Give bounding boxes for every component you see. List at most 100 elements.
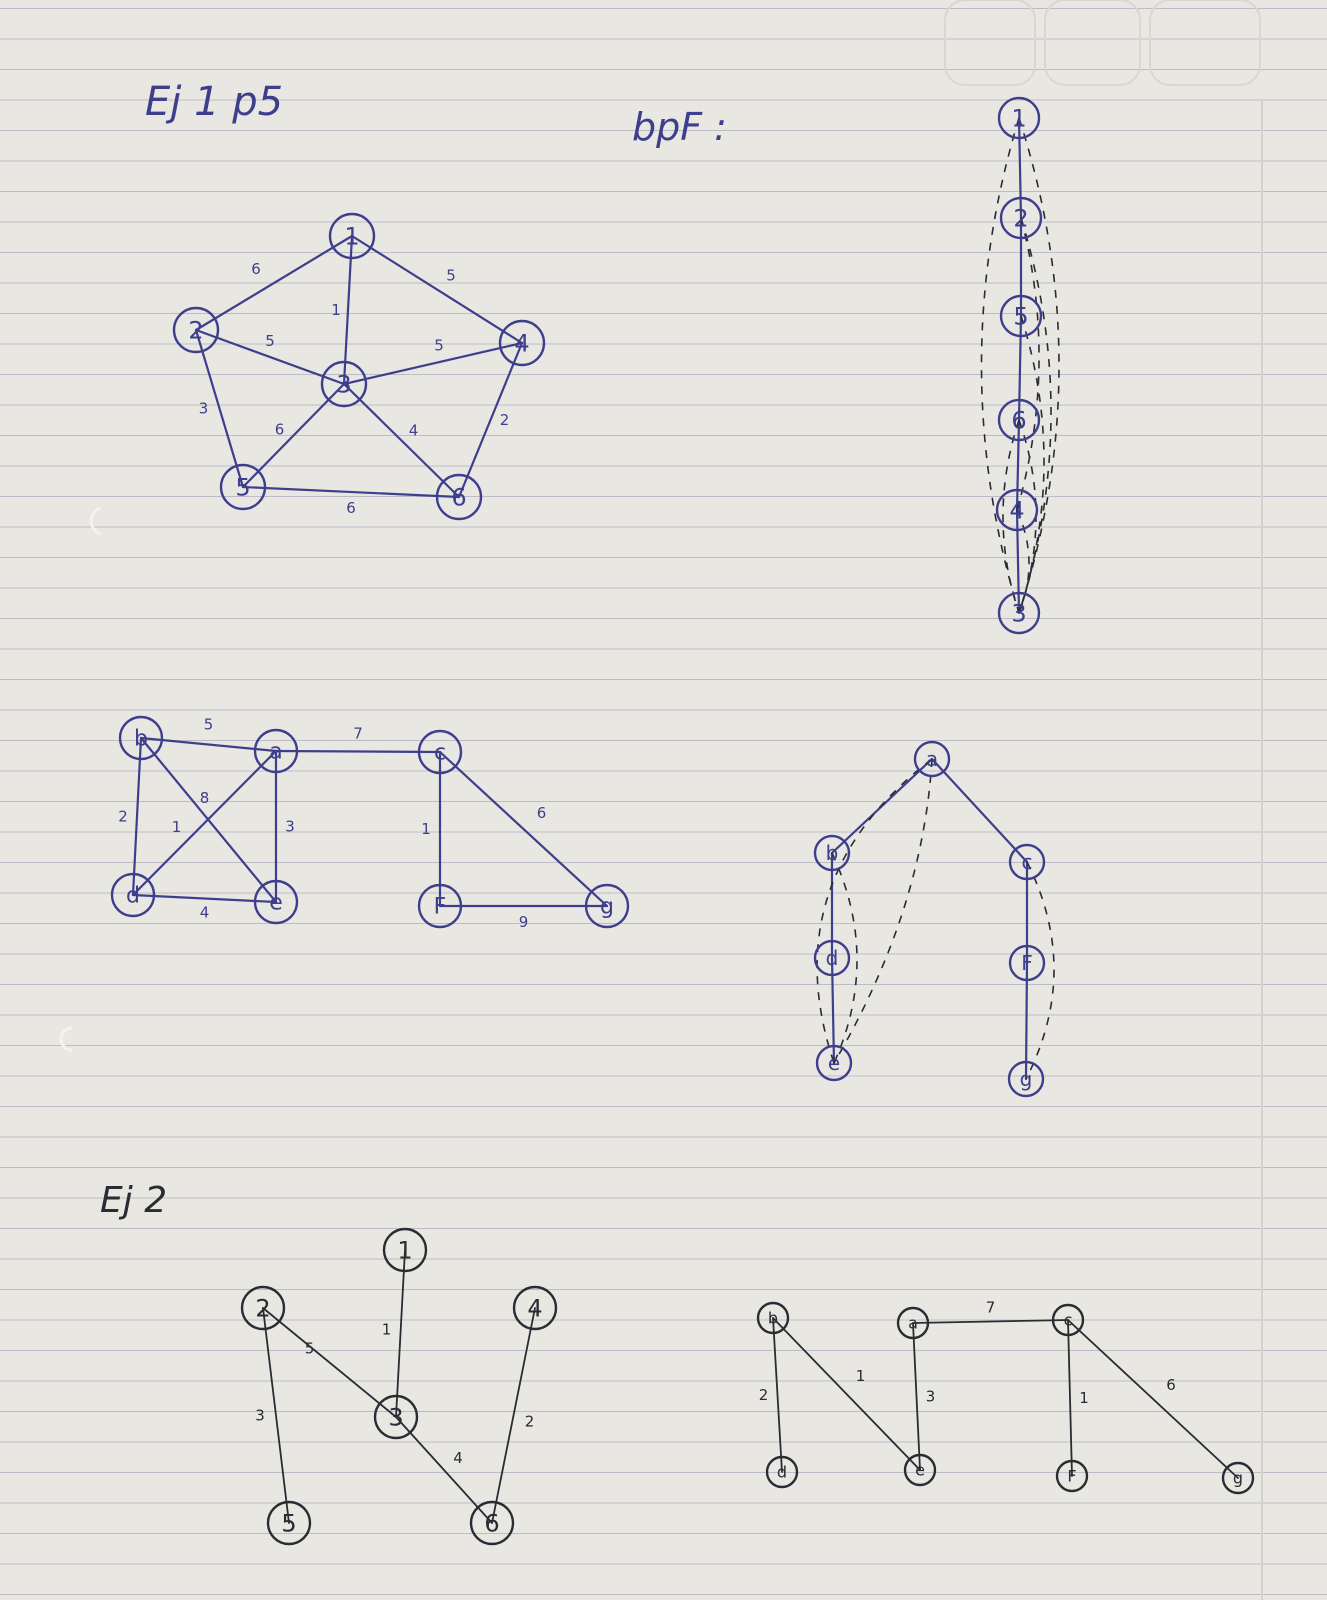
edge-weight-3: 7 <box>986 1299 996 1317</box>
edge-weight-0: 2 <box>759 1386 769 1404</box>
edge-3-4 <box>342 341 524 386</box>
node-3: 3 <box>997 591 1041 635</box>
node-label-F: F <box>434 895 447 920</box>
edge-a-c <box>912 1319 1069 1324</box>
node-label-2: 2 <box>188 316 203 344</box>
edge-weight-8: 6 <box>537 804 547 822</box>
node-label-4: 4 <box>1009 496 1024 524</box>
edge-weight-3: 8 <box>200 789 210 807</box>
node-label-e: e <box>269 891 283 916</box>
node-label-c: c <box>434 741 446 766</box>
node-label-a: a <box>269 740 282 765</box>
node-label-e: e <box>828 1051 840 1075</box>
node-label-1: 1 <box>344 222 359 250</box>
edge-5-6 <box>241 485 461 499</box>
edge-4-6 <box>457 341 524 499</box>
node-label-4: 4 <box>514 329 529 357</box>
edge-c-F <box>1067 1319 1073 1477</box>
back-edge-0 <box>980 117 1020 614</box>
back-edge-7 <box>1016 509 1030 614</box>
node-label-6: 6 <box>484 1509 499 1537</box>
back-edge-4 <box>1018 315 1045 614</box>
node-label-d: d <box>826 946 839 970</box>
node-b: b <box>756 1301 790 1335</box>
edge-weight-2: 1 <box>331 301 341 319</box>
node-label-3: 3 <box>336 370 351 398</box>
node-label-F: F <box>1067 1467 1076 1486</box>
edge-c-g <box>438 750 609 908</box>
edge-b-d <box>772 1317 783 1473</box>
node-b: b <box>813 834 851 872</box>
edge-weight-1: 1 <box>382 1321 392 1339</box>
edge-4-6 <box>491 1307 536 1524</box>
edge-weight-9: 6 <box>346 499 356 517</box>
edge-c-g <box>1067 1319 1239 1479</box>
node-label-b: b <box>768 1309 778 1328</box>
edge-weight-4: 5 <box>434 337 444 355</box>
node-label-3: 3 <box>388 1403 403 1431</box>
tree-edge-5-6 <box>1017 314 1023 422</box>
edge-weight-4: 1 <box>172 818 182 836</box>
edge-d-e <box>131 893 278 904</box>
heading-ej2: Ej 2 <box>100 1180 167 1221</box>
node-e: e <box>815 1044 853 1082</box>
edge-b-d <box>131 736 143 897</box>
node-label-1: 1 <box>397 1236 412 1264</box>
edge-a-c <box>274 749 442 754</box>
edge-b-e <box>772 1317 921 1471</box>
node-label-F: F <box>1021 951 1033 975</box>
edge-2-3 <box>194 328 346 386</box>
node-label-4: 4 <box>527 1294 542 1322</box>
node-6: 6 <box>469 1500 515 1546</box>
edge-weight-2: 2 <box>118 808 128 826</box>
tree-edges <box>1015 116 1023 615</box>
node-a: a <box>913 740 951 778</box>
node-label-3: 3 <box>1011 599 1026 627</box>
edge-weight-0: 5 <box>305 1340 315 1358</box>
node-a: a <box>896 1306 930 1340</box>
tree-edge-1-2 <box>1017 116 1023 220</box>
nodes: 1 2 3 4 5 6 <box>172 212 546 521</box>
edge-a-d <box>131 749 278 897</box>
edge-weight-3: 5 <box>265 332 275 350</box>
node-label-a: a <box>908 1314 918 1333</box>
node-g: g <box>1007 1060 1045 1098</box>
back-edge-3 <box>1025 861 1055 1080</box>
node-2: 2 <box>172 306 220 354</box>
node-label-g: g <box>1233 1469 1243 1488</box>
node-c: c <box>417 729 463 775</box>
edge-weight-5: 3 <box>199 400 209 418</box>
node-label-2: 2 <box>1013 204 1028 232</box>
edge-weight-1: 7 <box>353 725 363 743</box>
edge-3-6 <box>395 1416 493 1524</box>
node-F: F <box>417 883 463 929</box>
node-label-g: g <box>600 895 614 920</box>
back-edge-2 <box>1018 217 1052 614</box>
edge-weight-2: 3 <box>255 1407 265 1425</box>
node-5: 5 <box>266 1500 312 1546</box>
node-e: e <box>253 879 299 925</box>
edge-weight-2: 3 <box>926 1388 936 1406</box>
node-d: d <box>813 939 851 977</box>
edge-3-6 <box>342 382 461 499</box>
node-label-5: 5 <box>281 1509 296 1537</box>
node-label-6: 6 <box>1011 406 1026 434</box>
node-a: a <box>253 728 299 774</box>
node-label-1: 1 <box>1011 104 1026 132</box>
edge-weight-4: 2 <box>525 1413 535 1431</box>
node-label-g: g <box>1020 1067 1033 1091</box>
node-d: d <box>765 1455 799 1489</box>
back-edge-5 <box>1002 419 1020 614</box>
back-edge-1 <box>833 758 933 1064</box>
node-3: 3 <box>320 360 368 408</box>
tree-edge-F-g <box>1024 961 1029 1081</box>
